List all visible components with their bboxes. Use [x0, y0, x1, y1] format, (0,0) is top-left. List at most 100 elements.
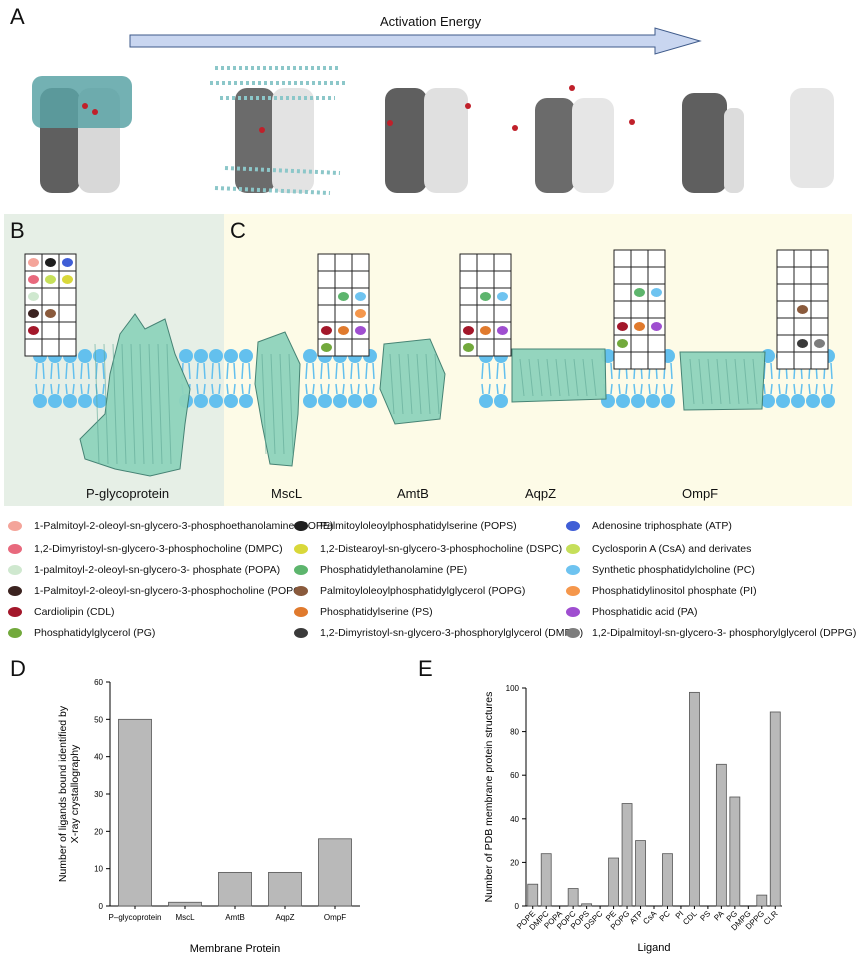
ligand-dot	[28, 292, 39, 301]
lipid-tail	[365, 362, 375, 380]
legend-label: Phosphatidylserine (PS)	[320, 606, 433, 618]
legend-label: Adenosine triphosphate (ATP)	[592, 520, 732, 532]
legend-swatch	[566, 544, 580, 554]
lipid-head	[479, 394, 493, 408]
legend-label: Phosphatidylinositol phosphate (PI)	[592, 585, 757, 597]
ligand-dot	[497, 292, 508, 301]
lipid-tail	[763, 362, 773, 380]
y-axis-label-line: Number of ligands bound identified by	[57, 705, 69, 882]
helix-stripe	[94, 343, 100, 465]
ligand-dot	[28, 309, 39, 318]
ligand-grid-frame	[613, 249, 666, 370]
bar	[662, 853, 673, 907]
lipid-tail	[211, 362, 221, 380]
helix-stripe	[416, 353, 422, 415]
bar	[581, 903, 593, 907]
lipid-head	[209, 349, 223, 363]
panel-a: Activation Energy	[0, 0, 856, 210]
lipid-head	[776, 394, 790, 408]
ligand-dot	[797, 305, 808, 314]
y-tick-label: 40	[510, 815, 519, 824]
lipid-tail	[226, 362, 236, 380]
panel-label-a: A	[10, 4, 25, 29]
legend-label: 1-Palmitoyl-2-oleoyl-sn-glycero-3-phosph…	[34, 585, 305, 597]
legend-label: 1,2-Dimyristoyl-sn-glycero-3-phosphorylg…	[320, 627, 584, 639]
snapshot-5	[682, 88, 834, 193]
legend-label: Phosphatidylethanolamine (PE)	[320, 564, 468, 576]
snapshot-4	[512, 85, 635, 193]
legend-label: 1,2-Dimyristoyl-sn-glycero-3-phosphochol…	[34, 543, 283, 555]
legend-swatch	[294, 544, 308, 554]
helix-stripe	[148, 343, 154, 465]
helix-stripe	[130, 343, 136, 465]
y-tick-label: 0	[99, 902, 104, 911]
lipid-head	[631, 394, 645, 408]
ligand-dot	[338, 326, 349, 335]
helix-stripe	[707, 358, 713, 405]
y-tick-label: 50	[94, 715, 103, 724]
legend-item: Synthetic phosphatidylcholine (PC)	[566, 564, 755, 576]
lipid-tail	[823, 383, 833, 395]
helix-stripe	[752, 358, 758, 405]
lipid-head	[348, 394, 362, 408]
legend-label: Palmitoyloleoylphosphatidylglycerol (POP…	[320, 585, 526, 597]
x-tick-label: PC	[658, 909, 672, 923]
bar	[689, 691, 700, 907]
ligand-dot	[634, 322, 645, 331]
lipid-head	[646, 394, 660, 408]
helix-stripe	[112, 343, 118, 465]
legend-swatch	[294, 586, 308, 596]
y-tick-label: 60	[94, 678, 103, 687]
legend-swatch	[566, 565, 580, 575]
lipid-head	[791, 394, 805, 408]
y-tick-label: 10	[94, 865, 103, 874]
legend-label: Palmitoyloleoylphosphatidylserine (POPS)	[320, 520, 517, 532]
lipid-tail	[95, 383, 105, 395]
ligand-grid	[776, 249, 829, 370]
helix-stripe	[519, 358, 525, 397]
ligand-dot	[321, 343, 332, 352]
legend-item: Cardiolipin (CDL)	[8, 606, 115, 618]
mscl-structure	[254, 331, 301, 467]
ligand-dot	[463, 343, 474, 352]
x-tick-label: PA	[712, 909, 726, 923]
bar	[118, 718, 152, 907]
legend-swatch	[566, 521, 580, 531]
ligand-dot	[62, 275, 73, 284]
ligand-dot	[497, 326, 508, 335]
lipid-tail	[648, 383, 658, 395]
legend-item: Phosphatidic acid (PA)	[566, 606, 697, 618]
ligand-dot	[62, 258, 73, 267]
helix-stripe	[139, 343, 145, 465]
helix-stripe	[537, 358, 543, 397]
lipid-head	[194, 349, 208, 363]
x-tick-label: CDL	[681, 909, 699, 927]
bar	[608, 857, 619, 907]
helix-stripe	[425, 353, 431, 415]
lipid-tail	[241, 383, 251, 395]
lipid-head	[179, 349, 193, 363]
legend-item: Phosphatidylethanolamine (PE)	[294, 564, 467, 576]
legend-swatch	[8, 565, 22, 575]
lipid-tail	[50, 362, 60, 380]
y-axis-label: Number of ligands bound identified byX-r…	[57, 705, 81, 882]
bar	[540, 853, 552, 907]
lipid-head	[48, 394, 62, 408]
helix-stripe	[734, 358, 740, 405]
legend-swatch	[8, 544, 22, 554]
lipid-head	[224, 394, 238, 408]
legend-item: Phosphatidylinositol phosphate (PI)	[566, 585, 757, 597]
legend-swatch	[8, 521, 22, 531]
legend-item: Adenosine triphosphate (ATP)	[566, 520, 732, 532]
legend-label: 1-palmitoyl-2-oleoyl-sn-glycero-3- phosp…	[34, 564, 281, 576]
snapshot-2	[210, 66, 345, 195]
helix-stripe	[261, 353, 267, 455]
bar	[527, 883, 539, 907]
aqpz-structure	[511, 348, 607, 403]
legend-swatch	[8, 628, 22, 638]
protein-label-amtb: AmtB	[397, 486, 429, 501]
bar	[567, 888, 579, 907]
y-axis-label-line: X-ray crystallography	[69, 744, 81, 843]
protein-label-ompf: OmpF	[682, 486, 719, 501]
